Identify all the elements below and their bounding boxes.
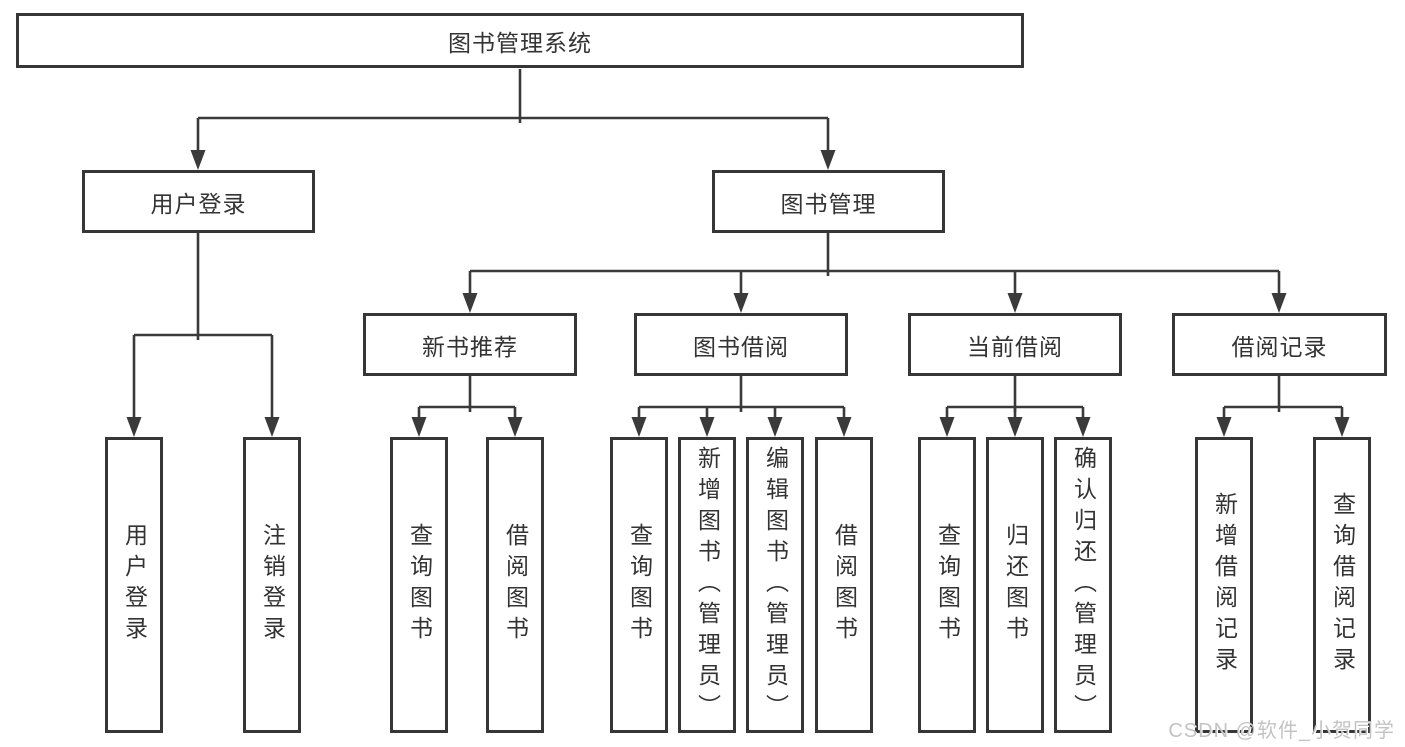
arrowhead-icon (733, 293, 749, 313)
node-library-management-system: 图书管理系统 (16, 13, 1024, 68)
arrowhead-icon (126, 417, 142, 437)
arrowhead-icon (1007, 293, 1023, 313)
arrowhead-icon (939, 417, 955, 437)
arrowhead-icon (1271, 293, 1287, 313)
arrowhead-icon (767, 417, 783, 437)
node-user-login: 用户登录 (82, 170, 315, 233)
node-add-borrow-record: 新增借阅记录 (1195, 437, 1253, 733)
node-recommend-borrow-books: 借阅图书 (486, 437, 544, 733)
node-logout: 注销登录 (243, 437, 301, 733)
arrow-stems (132, 118, 1344, 421)
arrowhead-icon (631, 417, 647, 437)
arrowhead-icon (264, 417, 280, 437)
node-borrowing-records: 借阅记录 (1172, 313, 1387, 376)
node-current-query-books: 查询图书 (918, 437, 976, 733)
arrowhead-icon (1075, 417, 1091, 437)
csdn-watermark: CSDN @软件_小贺同学 (1168, 720, 1395, 742)
node-user-login-leaf: 用户登录 (105, 437, 163, 733)
node-confirm-return-admin: 确认归还（管理员） (1054, 437, 1112, 733)
arrowhead-icon (836, 417, 852, 437)
node-new-book-recommendation: 新书推荐 (363, 313, 577, 376)
node-book-borrowing: 图书借阅 (634, 313, 848, 376)
arrowhead-icon (190, 150, 206, 170)
node-edit-book-admin: 编辑图书（管理员） (746, 437, 804, 733)
node-book-management: 图书管理 (712, 170, 945, 233)
node-borrowing-query-books: 查询图书 (610, 437, 668, 733)
arrowhead-icon (1216, 417, 1232, 437)
node-return-books: 归还图书 (986, 437, 1044, 733)
arrowhead-icon (1334, 417, 1350, 437)
node-borrowing-borrow-books: 借阅图书 (815, 437, 873, 733)
arrowhead-icon (1007, 417, 1023, 437)
tree-rails (134, 69, 1342, 412)
arrowhead-icon (820, 150, 836, 170)
node-current-borrowing: 当前借阅 (908, 313, 1122, 376)
node-query-borrow-record: 查询借阅记录 (1313, 437, 1371, 733)
arrowhead-icon (411, 417, 427, 437)
arrowhead-icon (699, 417, 715, 437)
node-add-book-admin: 新增图书（管理员） (678, 437, 736, 733)
arrowhead-icon (462, 293, 478, 313)
node-recommend-query-books: 查询图书 (390, 437, 448, 733)
arrowhead-icon (507, 417, 523, 437)
